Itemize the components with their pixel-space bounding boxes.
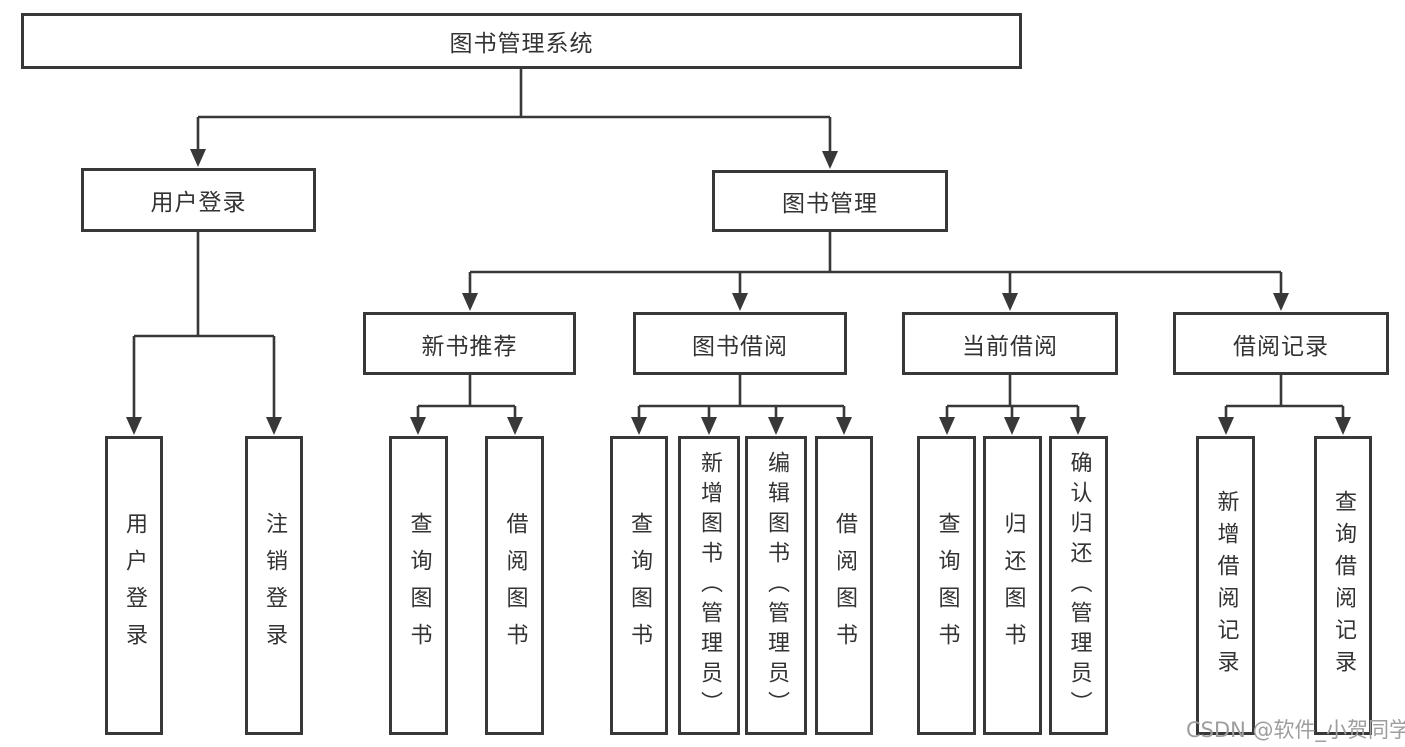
arrow-stems xyxy=(132,117,1345,419)
trunk-lines xyxy=(134,69,1343,408)
arrow-down-icon xyxy=(1004,417,1020,435)
leaf-label: 查询借阅记录 xyxy=(1331,489,1356,682)
arrow-down-icon xyxy=(822,151,838,169)
leaf-label: 查询图书 xyxy=(934,511,960,660)
node-label: 用户登录 xyxy=(150,190,247,216)
arrow-down-icon xyxy=(266,417,282,435)
leaf-borrow-books-recommend: 借阅图书 xyxy=(485,436,544,735)
leaf-query-books-borrow: 查询图书 xyxy=(610,436,668,735)
node-borrow-records: 借阅记录 xyxy=(1173,312,1389,375)
arrow-down-icon xyxy=(507,417,523,435)
connector-paths xyxy=(132,69,1345,419)
node-label: 图书管理 xyxy=(782,191,878,217)
leaf-query-books-current: 查询图书 xyxy=(917,436,976,735)
arrow-down-icon xyxy=(701,417,717,435)
leaf-label: 借阅图书 xyxy=(832,511,857,660)
leaf-add-borrow-record: 新增借阅记录 xyxy=(1196,436,1255,735)
leaf-label: 确认归还（管理员） xyxy=(1066,450,1092,721)
arrow-down-icon xyxy=(1002,293,1018,311)
leaf-label: 新增借阅记录 xyxy=(1213,489,1239,682)
node-current-borrow: 当前借阅 xyxy=(902,312,1118,375)
node-new-book-recommend: 新书推荐 xyxy=(363,312,576,375)
arrow-down-icon xyxy=(732,293,748,311)
leaf-label: 归还图书 xyxy=(1000,511,1026,660)
leaf-query-borrow-record: 查询借阅记录 xyxy=(1314,436,1372,735)
leaf-label: 编辑图书（管理员） xyxy=(764,450,789,721)
node-book-management: 图书管理 xyxy=(712,170,948,232)
leaf-user-login: 用户登录 xyxy=(105,436,163,735)
node-user-login: 用户登录 xyxy=(81,168,316,232)
leaf-label: 借阅图书 xyxy=(502,511,528,660)
leaf-label: 注销登录 xyxy=(262,511,287,660)
node-book-borrow: 图书借阅 xyxy=(633,312,847,375)
leaf-return-books: 归还图书 xyxy=(983,436,1042,735)
arrowheads xyxy=(126,149,1351,435)
leaf-borrow-books: 借阅图书 xyxy=(815,436,873,735)
node-label: 图书借阅 xyxy=(692,333,788,360)
leaf-label: 查询图书 xyxy=(627,511,652,660)
arrow-down-icon xyxy=(190,149,206,167)
leaf-confirm-return-admin: 确认归还（管理员） xyxy=(1049,436,1108,735)
arrow-down-icon xyxy=(1273,293,1289,311)
node-label: 借阅记录 xyxy=(1233,333,1329,360)
node-label: 图书管理系统 xyxy=(449,31,594,57)
leaf-label: 查询图书 xyxy=(406,511,432,660)
arrow-down-icon xyxy=(462,293,478,311)
arrow-down-icon xyxy=(1070,417,1086,435)
leaf-label: 用户登录 xyxy=(122,511,147,660)
leaf-logout: 注销登录 xyxy=(245,436,303,735)
arrow-down-icon xyxy=(126,417,142,435)
arrow-down-icon xyxy=(1335,417,1351,435)
leaf-query-books-recommend: 查询图书 xyxy=(389,436,448,735)
arrow-down-icon xyxy=(631,417,647,435)
node-library-management-system: 图书管理系统 xyxy=(21,13,1022,69)
arrow-down-icon xyxy=(768,417,784,435)
node-label: 新书推荐 xyxy=(421,333,518,360)
arrow-down-icon xyxy=(410,417,426,435)
leaf-label: 新增图书（管理员） xyxy=(697,450,722,721)
arrow-down-icon xyxy=(836,417,852,435)
leaf-add-books-admin: 新增图书（管理员） xyxy=(678,436,740,735)
node-label: 当前借阅 xyxy=(962,333,1058,360)
arrow-down-icon xyxy=(1218,417,1234,435)
arrow-down-icon xyxy=(939,417,955,435)
watermark: CSDN @软件_小贺同学 xyxy=(1186,718,1405,742)
leaf-edit-books-admin: 编辑图书（管理员） xyxy=(745,436,807,735)
